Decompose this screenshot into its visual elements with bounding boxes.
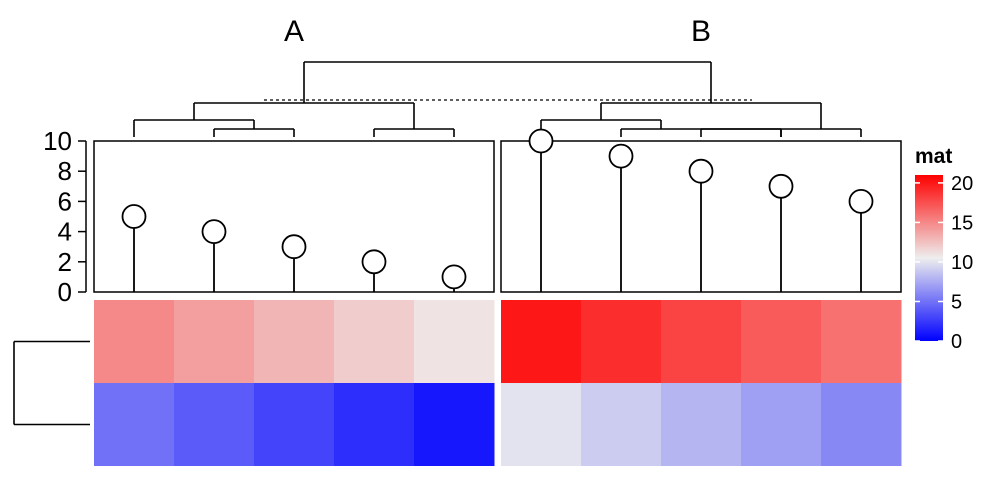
heatmap-cell [94, 383, 175, 466]
legend-tick-label: 0 [951, 331, 962, 353]
lollipop-point [848, 188, 874, 214]
lollipop-point [768, 173, 794, 199]
lollipop-annotation [93, 128, 902, 293]
legend-tick-label: 5 [951, 291, 962, 313]
column-dendrogram [133, 61, 862, 137]
lollipop-point [361, 249, 387, 275]
heatmap-cell [414, 383, 495, 466]
heatmap-cell [741, 300, 822, 383]
y-axis-tick-label: 4 [58, 217, 72, 247]
lollipop-point [528, 128, 554, 154]
column-split-label: A [284, 15, 304, 48]
heatmap-cell [581, 383, 662, 466]
heatmap-cell [501, 383, 582, 466]
heatmap-cell [254, 300, 335, 383]
heatmap-cell [174, 300, 255, 383]
lollipop-point [608, 143, 634, 169]
heatmap-cell [661, 300, 742, 383]
y-axis-tick-label: 0 [58, 277, 72, 307]
heatmap-cell [254, 383, 335, 466]
row-dendrogram [13, 340, 90, 426]
lollipop-point [281, 234, 307, 260]
legend-color-bar [915, 175, 943, 341]
heatmap-cell [821, 300, 902, 383]
lollipop-point [688, 158, 714, 184]
heatmap-cell [334, 383, 415, 466]
column-split-label: B [691, 15, 711, 48]
y-axis-tick-label: 6 [58, 186, 72, 216]
y-axis-tick-label: 10 [43, 126, 72, 156]
legend-tick-label: 20 [951, 173, 973, 195]
legend-tick-label: 15 [951, 212, 973, 234]
color-legend: mat 0 5 10 15 20 [915, 145, 973, 353]
legend-title: mat [915, 145, 952, 168]
heatmap-cell [501, 300, 582, 383]
legend-tick-label: 10 [951, 252, 973, 274]
heatmap-cell [334, 300, 415, 383]
heatmap-cell [741, 383, 822, 466]
heatmap-cell [821, 383, 902, 466]
lollipop-point [201, 219, 227, 245]
heatmap-cell [174, 383, 255, 466]
lollipop-point [121, 204, 147, 229]
y-axis-tick-label: 8 [58, 156, 72, 186]
heatmap-cell [414, 300, 495, 383]
heatmap-cell [581, 300, 662, 383]
heatmap-body [94, 300, 902, 466]
lollipop-point [441, 264, 467, 290]
y-axis-tick-label: 2 [58, 247, 72, 277]
heatmap-cell [661, 383, 742, 466]
heatmap-cell [94, 300, 175, 383]
